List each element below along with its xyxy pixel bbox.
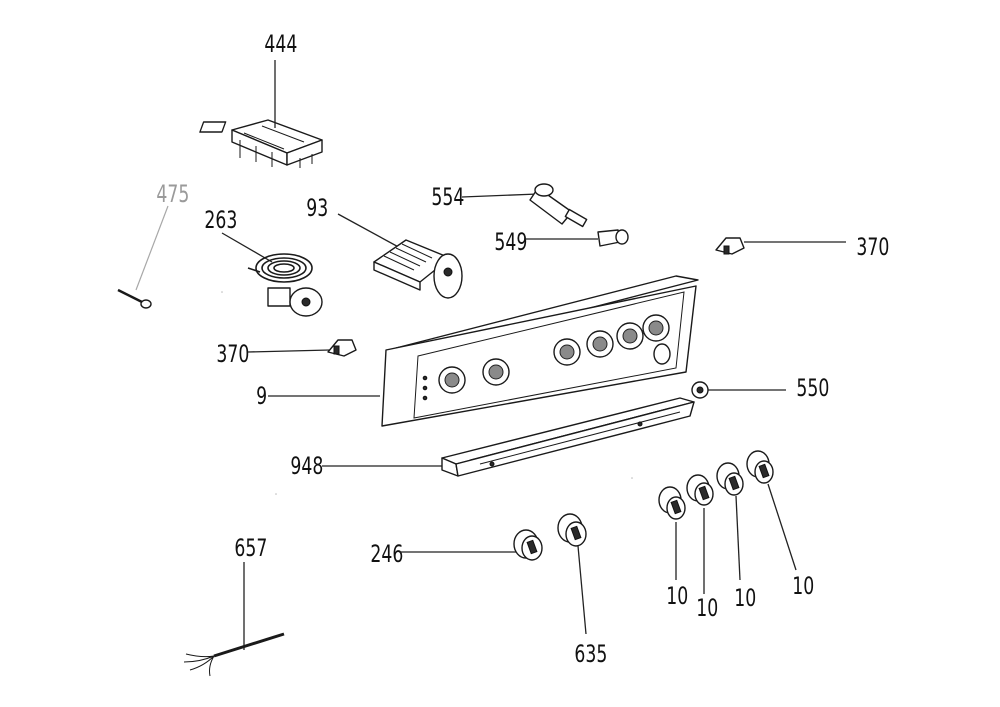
speck — [275, 493, 277, 495]
leader-554 — [461, 193, 539, 198]
part-948-trim-strip — [441, 397, 695, 477]
label-370-left: 370 — [216, 340, 249, 368]
leader-263 — [221, 232, 273, 263]
label-9: 9 — [256, 382, 267, 410]
leader-635 — [577, 545, 587, 635]
label-554: 554 — [431, 183, 464, 211]
speck — [221, 291, 223, 293]
label-444: 444 — [264, 30, 297, 58]
part-554-cylinder — [529, 183, 588, 228]
part-10-knob — [658, 486, 686, 520]
part-635-knob — [557, 513, 587, 547]
speck — [631, 477, 633, 479]
label-246: 246 — [370, 540, 403, 568]
leader-10c — [735, 495, 741, 581]
part-657-wire — [183, 632, 285, 677]
label-10b: 10 — [696, 594, 718, 622]
part-9-control-panel — [381, 275, 699, 427]
leader-10d — [767, 483, 797, 571]
label-370-right: 370 — [856, 233, 889, 261]
part-263-coil — [247, 253, 323, 317]
panel-knob-hole — [642, 314, 670, 342]
part-10-knob — [686, 474, 714, 506]
label-948: 948 — [290, 452, 323, 480]
panel-knob-hole — [553, 338, 581, 366]
part-370-clip-right — [715, 237, 745, 255]
leader-370-left — [247, 349, 331, 353]
label-93: 93 — [306, 194, 328, 222]
label-635: 635 — [574, 640, 607, 668]
label-10c: 10 — [734, 584, 756, 612]
part-93-switch — [373, 239, 463, 299]
label-10d: 10 — [792, 572, 814, 600]
panel-knob-hole — [482, 358, 510, 386]
part-10-knob — [716, 462, 744, 496]
leader-93 — [337, 213, 405, 251]
part-10-knob — [746, 450, 774, 484]
label-10a: 10 — [666, 582, 688, 610]
part-246-knob — [513, 529, 543, 561]
part-550-nut — [691, 381, 709, 399]
label-475: 475 — [156, 180, 189, 208]
leader-475 — [135, 205, 169, 291]
label-550: 550 — [796, 374, 829, 402]
label-549: 549 — [494, 228, 527, 256]
part-475-screw — [117, 288, 152, 309]
part-444-bracket — [199, 119, 323, 168]
panel-knob-hole — [438, 366, 466, 394]
label-263: 263 — [204, 206, 237, 234]
part-370-clip-left — [327, 339, 357, 357]
panel-knob-hole — [616, 322, 644, 350]
label-657: 657 — [234, 534, 267, 562]
panel-knob-hole — [586, 330, 614, 358]
part-549-tube — [597, 229, 629, 247]
